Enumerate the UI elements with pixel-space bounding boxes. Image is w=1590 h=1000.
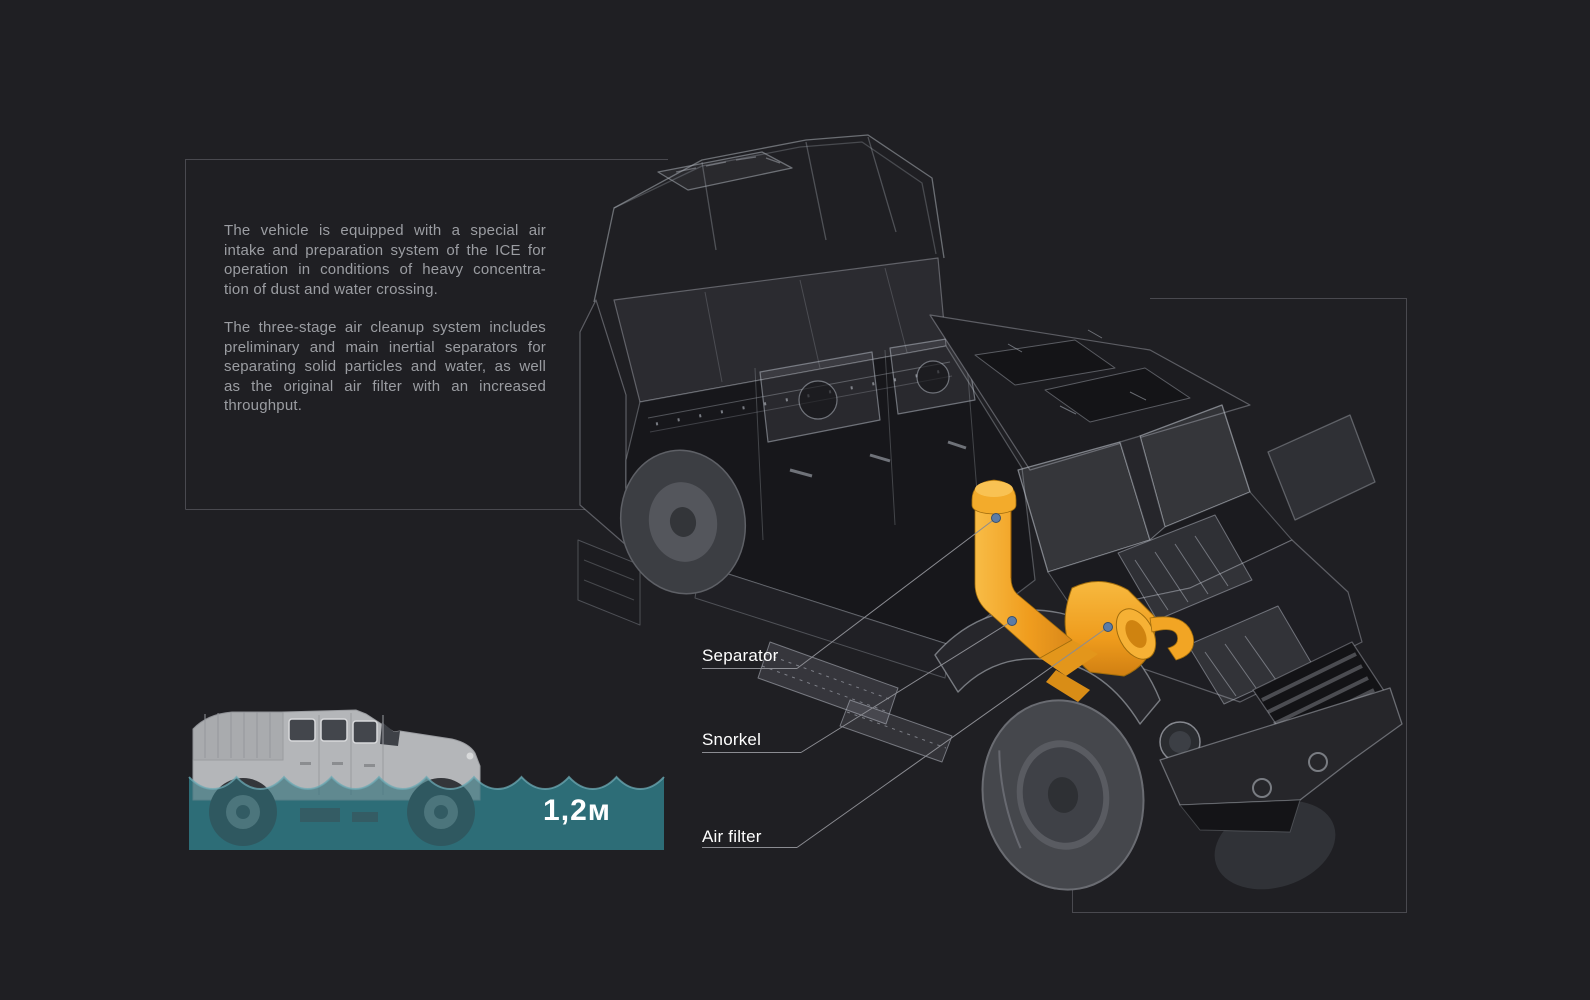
- right-frame-border: [1072, 298, 1407, 913]
- air-filter-label: Air filter: [702, 827, 762, 846]
- snorkel-leader: [800, 620, 1013, 753]
- snorkel-assembly: [971, 479, 1195, 702]
- separator-cap: [971, 479, 1017, 515]
- water-overlay: [189, 777, 664, 850]
- rear-wheel: [619, 449, 747, 595]
- description-paragraph-1: The vehicle is equipped with a special a…: [224, 222, 546, 298]
- snorkel-label: Snorkel: [702, 730, 762, 749]
- filter-flange: [1046, 670, 1090, 702]
- separator-label: Separator: [702, 646, 779, 665]
- roof-hatches: [974, 329, 1191, 423]
- outlet-hook: [1149, 616, 1195, 661]
- door-windows: [759, 335, 976, 443]
- snorkel-duct: [1040, 640, 1098, 676]
- air-filter-leader: [796, 626, 1109, 848]
- rear-panel: [579, 299, 627, 546]
- wading-depth-value: 1,2м: [543, 794, 611, 827]
- separator-dot: [991, 513, 1001, 523]
- wave-crest-line: [188, 775, 665, 791]
- hood-vents: [1117, 514, 1313, 705]
- callout-lines: [702, 517, 1109, 848]
- air-filter-dot: [1103, 622, 1113, 632]
- windshield: [1017, 404, 1376, 573]
- roof-rack: [593, 134, 945, 303]
- description-paragraph-2: The three-stage air cleanup system inclu…: [224, 319, 546, 414]
- front-wheel: [981, 699, 1145, 891]
- description-panel-border: [185, 159, 668, 510]
- wading-depth-diagram: [188, 709, 665, 850]
- snorkel-dot: [1007, 616, 1017, 626]
- description-panel: The vehicle is equipped with a special a…: [224, 221, 546, 416]
- callout-dots: [991, 513, 1113, 632]
- snorkel-pipe: [974, 506, 1073, 659]
- rear-box: [577, 539, 641, 626]
- vehicle-wireframe: [577, 134, 1403, 891]
- entry-steps: [757, 641, 953, 763]
- separator-leader: [796, 517, 997, 669]
